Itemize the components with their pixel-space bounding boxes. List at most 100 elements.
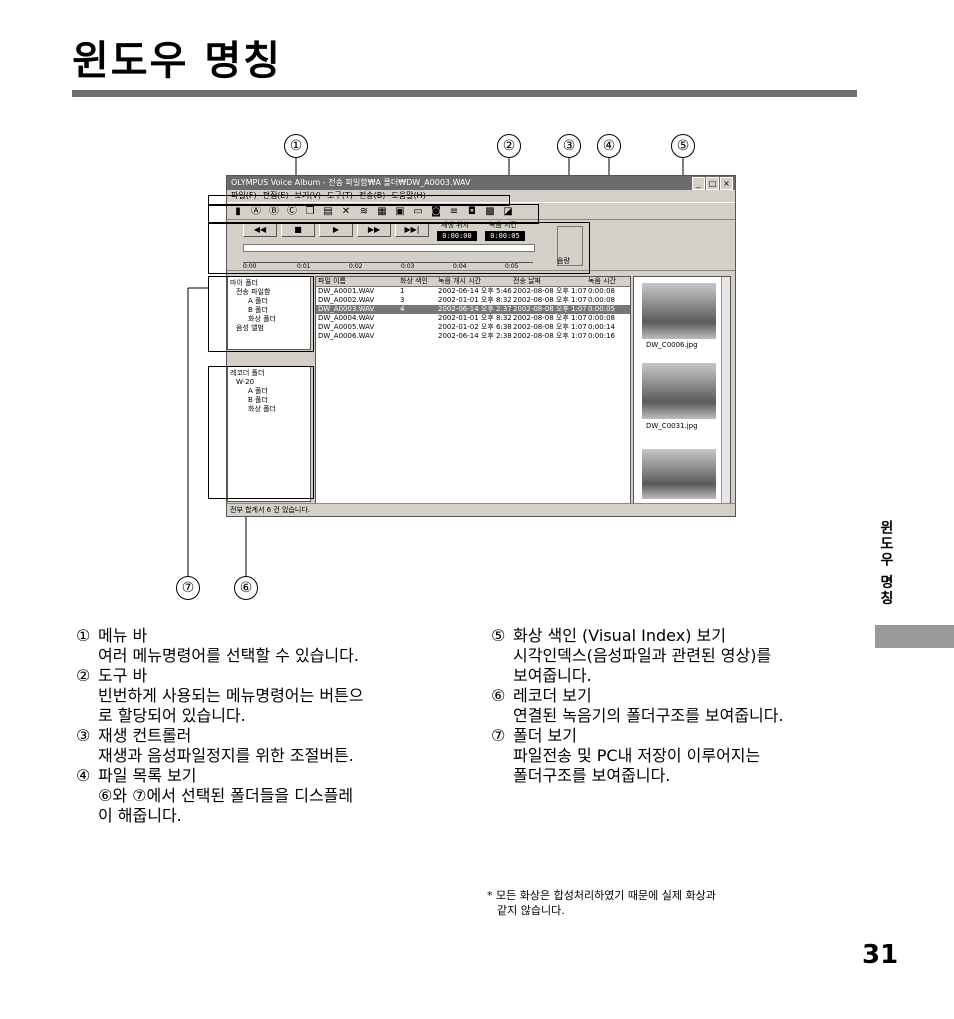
- column-header[interactable]: 녹음 시간: [588, 277, 616, 285]
- tree-item[interactable]: A 폴더: [248, 297, 268, 305]
- tree-item[interactable]: 전송 파일함: [236, 288, 271, 296]
- card-icon[interactable]: ▭: [413, 205, 423, 217]
- desc-title: 메뉴 바: [98, 626, 148, 645]
- grid-icon[interactable]: ▣: [395, 205, 405, 217]
- visual-index: DW_C0006.jpg DW_C0031.jpg: [633, 276, 731, 504]
- desc-line: ⑥와 ⑦에서 선택된 폴더들을 디스플레: [98, 786, 354, 805]
- record-icon[interactable]: ▮: [235, 205, 241, 217]
- desc-number: ①: [76, 626, 91, 645]
- side-tab-bar: [875, 625, 954, 648]
- view-icon[interactable]: ▦: [377, 205, 387, 217]
- page-number: 31: [862, 940, 899, 970]
- file-name: DW_A0004.WAV: [318, 314, 375, 322]
- image-index: [400, 323, 438, 332]
- record-start: 2002-06-14 오후 2:38: [438, 332, 512, 340]
- record-start: 2002-01-01 오후 8:32: [438, 296, 512, 304]
- table-row-selected[interactable]: DW_A0003.WAV 4 2002-06-14 오후 2:37 2002-0…: [316, 305, 630, 314]
- table-row[interactable]: DW_A0004.WAV 2002-01-01 오후 8:32 2002-08-…: [316, 314, 630, 323]
- minimize-icon[interactable]: _: [692, 177, 705, 190]
- content-panes: 마이 폴더 전송 파일함 A 폴더 B 폴더 화상 폴더 음성 앨범 레코더 폴…: [227, 276, 735, 504]
- tree-item[interactable]: 레코더 폴더: [230, 369, 265, 377]
- desc-line: 연결된 녹음기의 폴더구조를 보여줍니다.: [513, 706, 784, 725]
- close-icon[interactable]: ×: [720, 177, 733, 190]
- c-icon[interactable]: Ⓒ: [287, 205, 297, 217]
- film-icon[interactable]: ▩: [485, 205, 495, 217]
- scale-tick: 0:00: [243, 263, 257, 270]
- record-length: 0:00:05: [588, 305, 615, 313]
- thumbnail-image[interactable]: [642, 449, 716, 499]
- desc-number: ⑦: [491, 726, 506, 745]
- scale-tick: 0:03: [401, 263, 415, 270]
- a-icon[interactable]: Ⓐ: [251, 205, 261, 217]
- link-icon[interactable]: ◪: [503, 205, 513, 217]
- app-title: OLYMPUS Voice Album - 전송 파일함₩A 폴더₩DW_A00…: [231, 178, 471, 187]
- volume-slider[interactable]: [557, 226, 583, 266]
- thumbnail-image[interactable]: [642, 283, 716, 339]
- column-header[interactable]: 화상 색인: [400, 277, 428, 285]
- transfer-date: 2002-08-08 오후 1:07: [513, 305, 587, 313]
- status-bar: 전부 합계서 6 건 있습니다.: [227, 503, 735, 516]
- table-row[interactable]: DW_A0005.WAV 2002-01-02 오후 6:38 2002-08-…: [316, 323, 630, 332]
- table-row[interactable]: DW_A0002.WAV 3 2002-01-01 오후 8:32 2002-0…: [316, 296, 630, 305]
- file-name: DW_A0005.WAV: [318, 323, 375, 331]
- image-index: 3: [400, 296, 405, 304]
- desc-title: 화상 색인 (Visual Index) 보기: [513, 626, 726, 645]
- scale-tick: 0:01: [297, 263, 311, 270]
- toolbar-outline: [208, 204, 539, 224]
- tree-item[interactable]: 음성 앨범: [236, 324, 264, 332]
- column-header[interactable]: 전송 날짜: [513, 277, 541, 285]
- thumbnail-image[interactable]: [642, 363, 716, 419]
- tree-item[interactable]: 마이 폴더: [230, 279, 258, 287]
- record-length: 0:00:08: [588, 287, 615, 295]
- file-list-header: 파일 이름 화상 색인 녹음 개시 시간 전송 날짜 녹음 시간: [316, 277, 630, 287]
- record-start: 2002-06-14 오후 2:37: [438, 305, 512, 313]
- duration-label: 녹음 시간: [489, 221, 517, 229]
- desc-line: 파일전송 및 PC내 저장이 이루어지는: [513, 746, 761, 765]
- thumbnail-caption: DW_C0006.jpg: [646, 341, 698, 349]
- record-length: 0:00:08: [588, 296, 615, 304]
- image-index: 4: [400, 305, 405, 313]
- copy-icon[interactable]: ❐: [305, 205, 315, 217]
- callout-3: ③: [557, 134, 581, 158]
- desc-number: ②: [76, 666, 91, 685]
- image-icon[interactable]: ◘: [468, 205, 476, 217]
- file-list: 파일 이름 화상 색인 녹음 개시 시간 전송 날짜 녹음 시간 DW_A000…: [315, 276, 631, 504]
- tree-item[interactable]: W-20: [236, 378, 255, 386]
- column-header[interactable]: 파일 이름: [318, 277, 346, 285]
- maximize-icon[interactable]: □: [706, 177, 719, 190]
- b-icon[interactable]: Ⓑ: [269, 205, 279, 217]
- desc-line: 폴더구조를 보여줍니다.: [513, 766, 671, 785]
- paste-icon[interactable]: ▤: [323, 205, 333, 217]
- callout-7: ⑦: [176, 576, 200, 600]
- delete-icon[interactable]: ✕: [341, 205, 351, 217]
- tree-item[interactable]: 화상 폴더: [248, 405, 276, 413]
- image-index: [400, 332, 438, 341]
- seek-slider[interactable]: [243, 244, 535, 252]
- footnote-line: 같지 않습니다.: [497, 904, 565, 917]
- transfer-date: 2002-08-08 오후 1:07: [513, 332, 587, 340]
- record-length: 0:00:16: [588, 332, 615, 340]
- thumbnail-scrollbar[interactable]: [721, 277, 730, 503]
- record-start: 2002-01-01 오후 8:32: [438, 314, 512, 322]
- app-titlebar[interactable]: OLYMPUS Voice Album - 전송 파일함₩A 폴더₩DW_A00…: [227, 176, 735, 190]
- table-row[interactable]: DW_A0006.WAV 2002-06-14 오후 2:38 2002-08-…: [316, 332, 630, 341]
- position-label: 재생 위치: [441, 221, 469, 229]
- tree-item[interactable]: B 폴더: [248, 396, 268, 404]
- table-row[interactable]: DW_A0001.WAV 1 2002-06-14 오후 5:46 2002-0…: [316, 287, 630, 296]
- transfer-date: 2002-08-08 오후 1:07: [513, 314, 587, 322]
- callout-2: ②: [497, 134, 521, 158]
- bar-icon[interactable]: ≡: [449, 205, 459, 217]
- desc-title: 파일 목록 보기: [98, 766, 197, 785]
- callout-1: ①: [284, 134, 308, 158]
- column-header[interactable]: 녹음 개시 시간: [438, 277, 482, 285]
- sort-icon[interactable]: ≋: [359, 205, 369, 217]
- tree-item[interactable]: B 폴더: [248, 306, 268, 314]
- tree-item[interactable]: A 폴더: [248, 387, 268, 395]
- volume-label: 음량: [557, 257, 570, 265]
- tree-item[interactable]: 화상 폴더: [248, 315, 276, 323]
- file-name: DW_A0003.WAV: [318, 305, 375, 313]
- callout-5: ⑤: [671, 134, 695, 158]
- camera-icon[interactable]: ◙: [431, 205, 441, 217]
